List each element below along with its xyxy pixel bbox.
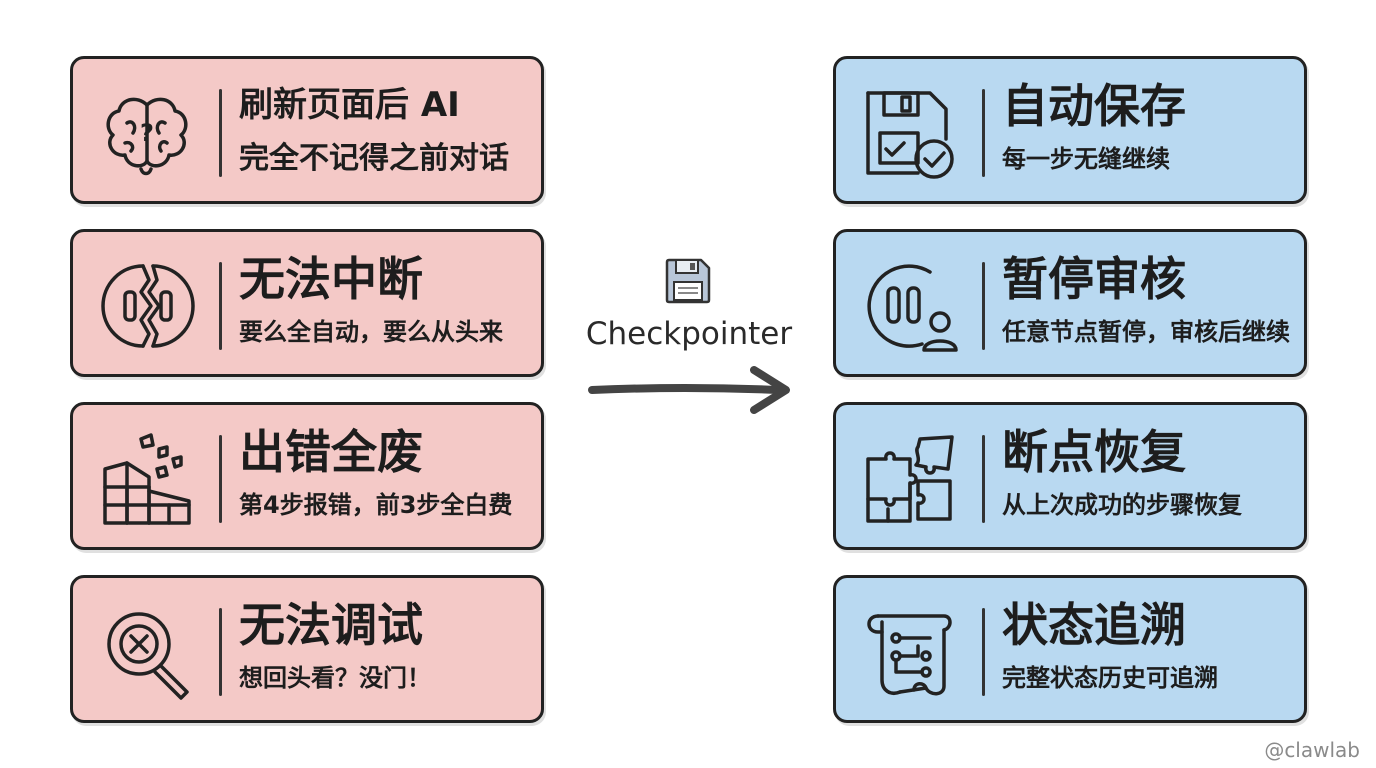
- solution-card-trace: 状态追溯 完整状态历史可追溯: [833, 575, 1307, 723]
- card-divider: [982, 435, 985, 523]
- checkpointer-label: Checkpointer: [585, 316, 793, 352]
- solution-card-pause: 暂停审核 任意节点暂停，审核后继续: [833, 229, 1307, 377]
- solution-title: 自动保存: [1002, 79, 1186, 133]
- problem-card-interrupt: 无法中断 要么全自动，要么从头来: [70, 229, 544, 377]
- problem-card-debug: 无法调试 想回头看？没门！: [70, 575, 544, 723]
- solution-card-autosave: 自动保存 每一步无缝继续: [833, 56, 1307, 204]
- problem-card-refresh: ? 刷新页面后 AI 完全不记得之前对话: [70, 56, 544, 204]
- card-divider: [219, 608, 222, 696]
- solution-subtitle: 任意节点暂停，审核后继续: [1002, 318, 1290, 346]
- solution-subtitle: 从上次成功的步骤恢复: [1002, 491, 1242, 519]
- solution-subtitle: 每一步无缝继续: [1002, 145, 1170, 173]
- problem-subtitle: 第4步报错，前3步全白费: [239, 491, 513, 519]
- watermark: @clawlab: [1264, 738, 1360, 762]
- solution-title: 暂停审核: [1002, 252, 1186, 306]
- solution-card-resume: 断点恢复 从上次成功的步骤恢复: [833, 402, 1307, 550]
- card-divider: [982, 608, 985, 696]
- solution-subtitle: 完整状态历史可追溯: [1002, 664, 1218, 692]
- problem-title: 出错全废: [239, 425, 423, 479]
- problem-subtitle: 要么全自动，要么从头来: [239, 318, 503, 346]
- problem-card-error: 出错全废 第4步报错，前3步全白费: [70, 402, 544, 550]
- solution-title: 断点恢复: [1002, 425, 1186, 479]
- problem-title: 无法调试: [239, 598, 423, 652]
- arrow-right-icon: [584, 362, 798, 418]
- floppy-check-icon: [860, 83, 960, 183]
- card-divider: [219, 89, 222, 177]
- problem-title: 无法中断: [239, 252, 423, 306]
- card-divider: [219, 435, 222, 523]
- svg-text:?: ?: [140, 119, 154, 147]
- brain-icon: ?: [97, 83, 197, 183]
- card-divider: [219, 262, 222, 350]
- card-divider: [982, 89, 985, 177]
- problem-title: 刷新页面后 AI: [239, 85, 460, 125]
- problem-subtitle: 想回头看？没门！: [239, 664, 431, 692]
- card-divider: [982, 262, 985, 350]
- scroll-flow-icon: [860, 602, 960, 702]
- puzzle-icon: [860, 429, 960, 529]
- solution-title: 状态追溯: [1002, 598, 1186, 652]
- magnifier-x-icon: [97, 602, 197, 702]
- floppy-disk-icon: [663, 256, 713, 306]
- problem-subtitle: 完全不记得之前对话: [239, 141, 509, 176]
- pause-person-icon: [860, 256, 960, 356]
- crumbling-blocks-icon: [97, 429, 197, 529]
- broken-circle-icon: [97, 256, 197, 356]
